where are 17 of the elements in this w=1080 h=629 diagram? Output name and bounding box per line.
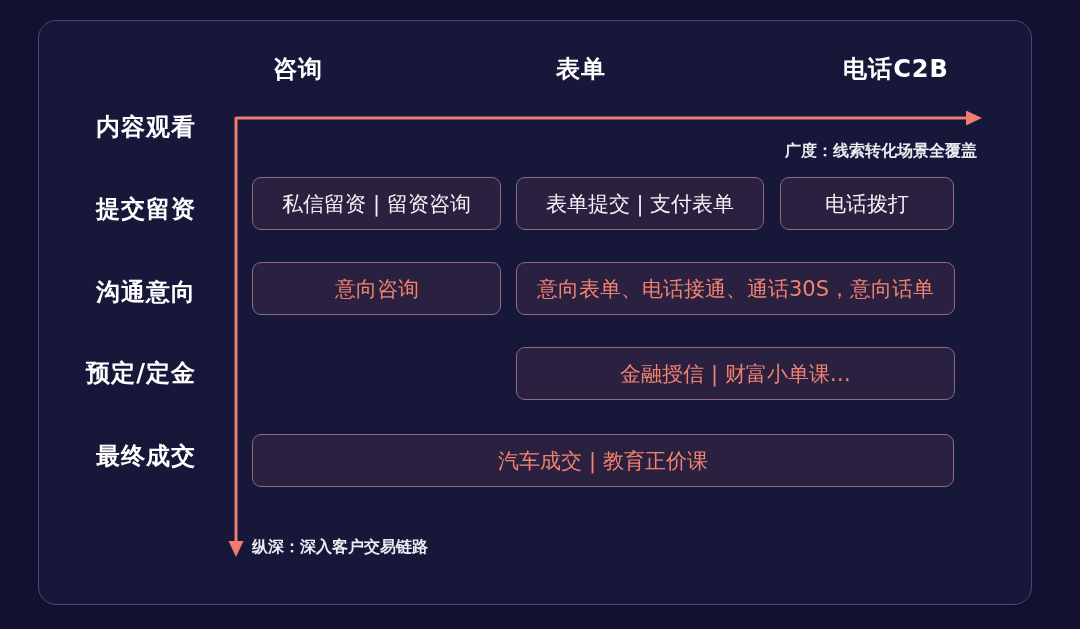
- stage-box: 私信留资 | 留资咨询: [252, 177, 501, 230]
- column-header: 表单: [556, 56, 606, 84]
- stage-box: 表单提交 | 支付表单: [516, 177, 764, 230]
- axis-label: 广度：线索转化场景全覆盖: [785, 141, 977, 161]
- stage-box: 汽车成交 | 教育正价课: [252, 434, 954, 487]
- row-header: 内容观看: [96, 114, 196, 142]
- column-header: 咨询: [273, 56, 323, 84]
- stage-box: 意向表单、电话接通、通话30S，意向话单: [516, 262, 955, 315]
- row-header: 预定/定金: [86, 360, 196, 388]
- row-header: 沟通意向: [96, 279, 196, 307]
- row-header: 提交留资: [96, 196, 196, 224]
- stage-box: 意向咨询: [252, 262, 501, 315]
- stage-box: 金融授信 | 财富小单课…: [516, 347, 955, 400]
- axis-label: 纵深：深入客户交易链路: [252, 537, 428, 557]
- column-header: 电话C2B: [843, 56, 949, 84]
- row-header: 最终成交: [96, 443, 196, 471]
- stage-box: 电话拨打: [780, 177, 954, 230]
